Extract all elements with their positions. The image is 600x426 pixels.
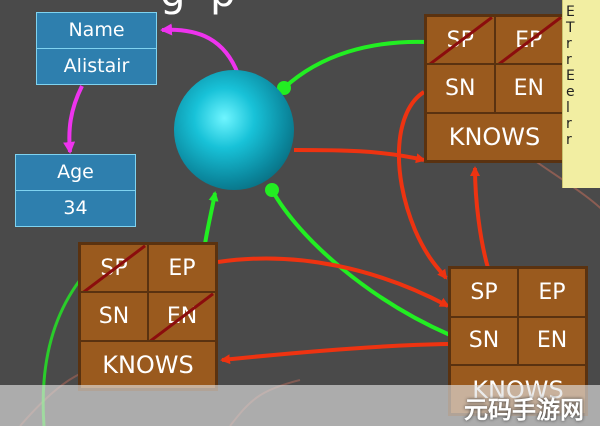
end-next-cell: EN: [518, 316, 586, 366]
properties-chain-arrow: [63, 85, 84, 154]
node-to-rel-arrow: [293, 148, 426, 164]
property-age: Age 34: [15, 154, 136, 227]
note-line: T: [566, 20, 575, 36]
property-value: Alistair: [63, 55, 130, 78]
note-line: e: [566, 84, 575, 100]
start-node-pointer: [282, 39, 429, 90]
sticky-note: E T r r E e l r r: [562, 0, 600, 188]
node-to-properties-arrow: [160, 23, 240, 75]
start-next-cell: SN: [426, 64, 495, 113]
note-line: l: [566, 100, 570, 116]
pointer-origin-dot: [265, 183, 279, 197]
diagram-title-fragment: g p: [160, 0, 242, 16]
note-line: r: [566, 36, 572, 52]
note-line: r: [566, 52, 572, 68]
end-prev-cell: EP: [494, 16, 563, 65]
property-key: Age: [16, 155, 135, 191]
rel-next-arrow: [217, 256, 450, 308]
rel-chain-arrow: [396, 90, 448, 280]
property-name: Name Alistair: [36, 12, 157, 85]
relationship-record-left: SP EP SN EN KNOWS: [78, 242, 218, 391]
relationship-record-top: SP EP SN EN KNOWS: [424, 14, 565, 163]
start-prev-cell: SP: [80, 244, 148, 293]
note-line: E: [566, 68, 575, 84]
rel-to-node-pointer: [203, 191, 219, 245]
end-prev-cell: EP: [148, 244, 216, 293]
note-line: r: [566, 132, 572, 148]
property-value: 34: [63, 197, 88, 220]
note-line: E: [566, 4, 575, 20]
watermark-logo: 元码手游网: [464, 396, 584, 424]
end-next-cell: EN: [148, 292, 216, 341]
start-next-cell: SN: [450, 316, 518, 366]
end-prev-cell: EP: [518, 268, 586, 317]
property-key: Name: [37, 13, 156, 49]
start-prev-cell: SP: [450, 268, 518, 317]
end-node-pointer: [270, 189, 451, 337]
relationship-type: KNOWS: [80, 340, 216, 389]
note-line: r: [566, 116, 572, 132]
start-next-cell: SN: [80, 292, 148, 341]
node-sphere: [174, 70, 294, 190]
watermark-band: [0, 385, 600, 426]
relationship-type: KNOWS: [426, 112, 563, 161]
start-prev-cell: SP: [426, 16, 495, 65]
rel-prev-arrow: [220, 342, 449, 365]
end-next-cell: EN: [494, 64, 563, 113]
rel-up-arrow: [470, 166, 490, 269]
